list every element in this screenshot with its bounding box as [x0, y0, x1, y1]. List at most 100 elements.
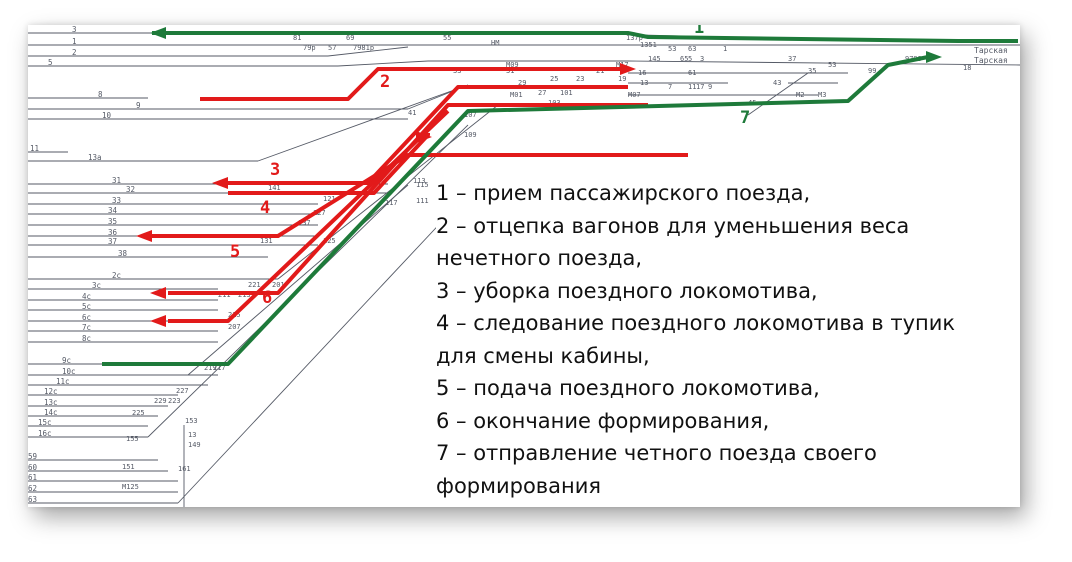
track-label: 10 — [102, 111, 112, 120]
switch-label: 217 — [213, 364, 226, 372]
route-number-4: 4 — [260, 198, 270, 218]
switch-label: 79р — [303, 44, 316, 52]
switch-label: 127 — [313, 209, 326, 217]
switch-label: М125 — [122, 483, 139, 491]
track-label: 11с — [56, 377, 70, 386]
switch-label: 137р — [626, 34, 643, 42]
switch-label: 55 — [443, 34, 451, 42]
track-label: 7с — [82, 323, 91, 332]
switch-label: 125 — [323, 237, 336, 245]
switch-label: 109 — [464, 131, 477, 139]
switch-label: 223 — [168, 397, 181, 405]
track-line — [627, 60, 1020, 66]
track-label: 13а — [88, 153, 102, 162]
track-label: 16с — [38, 429, 52, 438]
track-label: 2 — [72, 48, 77, 57]
switch-label: 111 — [416, 197, 429, 205]
switch-label: 5 — [688, 55, 692, 63]
track-label: 5с — [82, 302, 91, 311]
arrow-head — [926, 51, 942, 63]
switch-label: 3 — [700, 55, 704, 63]
track-label: 32 — [126, 185, 135, 194]
route-6 — [168, 103, 648, 295]
track-label: 11 — [30, 144, 39, 153]
track-label: 59 — [28, 452, 37, 461]
track-label: 60 — [28, 463, 38, 472]
route-6b — [168, 109, 450, 323]
track-label: 36 — [108, 228, 118, 237]
route-1 — [152, 31, 1018, 43]
track-scheme: 312589101113а31323334353637382с3с4с5с6с7… — [28, 25, 1020, 507]
switch-label: 61 — [688, 69, 696, 77]
switch-label: 99 — [868, 67, 876, 75]
switch-label: 229 — [154, 397, 167, 405]
switch-label: 23 — [576, 75, 584, 83]
switch-label: 151 — [122, 463, 135, 471]
track-label: 3 — [72, 25, 77, 34]
switch-label: М09 — [506, 61, 519, 69]
track-label: 62 — [28, 484, 37, 493]
route-number-2: 2 — [380, 72, 390, 92]
track-label: 9с — [62, 356, 71, 365]
route-5 — [152, 153, 688, 238]
legend: 1 – прием пассажирского поезда, 2 – отце… — [436, 177, 1016, 502]
route-arrows — [102, 27, 1018, 366]
track-label: 15с — [38, 418, 52, 427]
track-label: 8 — [98, 90, 103, 99]
track-label: 38 — [118, 249, 128, 258]
track-label: 6с — [82, 313, 91, 322]
switch-label: М01 — [510, 91, 523, 99]
switch-label: 69 — [346, 34, 354, 42]
switch-label: 141 — [268, 184, 281, 192]
track-label: 35 — [108, 217, 117, 226]
switch-label: 149 — [188, 441, 201, 449]
switch-label: 115 — [416, 181, 429, 189]
switch-label: 13 — [188, 431, 196, 439]
legend-line-5: 4 – следование поездного локомотива в ту… — [436, 311, 956, 335]
route-number-7: 7 — [740, 108, 750, 128]
switch-label: 219 — [204, 364, 217, 372]
track-label: 14с — [44, 408, 58, 417]
switch-label: 29 — [518, 79, 526, 87]
legend-line-9: 7 – отправление четного поезда своего — [436, 441, 877, 465]
switch-label: 41 — [408, 109, 416, 117]
switch-label: 16 — [638, 69, 646, 77]
arrow-head — [150, 287, 166, 299]
track-line — [337, 60, 429, 67]
legend-line-8: 6 – окончание формирования, — [436, 408, 770, 433]
track-label: 3с — [92, 281, 101, 290]
switch-label: 113 — [413, 177, 426, 185]
switch-label: 137 — [298, 219, 311, 227]
switch-label: М07 — [628, 91, 641, 99]
track-label: 5 — [48, 58, 53, 67]
switch-label: 207 — [228, 323, 241, 331]
track-label: 34 — [108, 206, 118, 215]
switch-label: 35 — [808, 67, 816, 75]
station-label: Тарская — [974, 56, 1008, 65]
switch-label: 155 — [126, 435, 139, 443]
switch-label: 145 — [648, 55, 661, 63]
switch-label: 9 — [708, 83, 712, 91]
arrow-head — [150, 315, 166, 327]
legend-line-3: нечетного поезда, — [436, 246, 643, 270]
arrow-head — [620, 63, 636, 75]
switch-label: 107 — [464, 111, 477, 119]
switch-label: 131 — [260, 237, 273, 245]
track-line — [327, 46, 409, 57]
switch-label: 7 — [668, 83, 672, 91]
track-line — [187, 184, 409, 376]
route-7 — [102, 55, 929, 366]
switch-label: 153 — [185, 417, 198, 425]
track-label: 9 — [136, 101, 141, 110]
switch-label: 65 — [680, 55, 688, 63]
track-line — [177, 214, 449, 504]
switch-label: 7981р — [353, 44, 374, 52]
switch-label: 43 — [773, 79, 781, 87]
switch-label: 1351 — [640, 41, 657, 49]
legend-line-10: формирования — [436, 473, 602, 498]
switch-label: 161 — [178, 465, 191, 473]
switch-label: 201 — [272, 281, 285, 289]
switch-label: 227 — [176, 387, 189, 395]
